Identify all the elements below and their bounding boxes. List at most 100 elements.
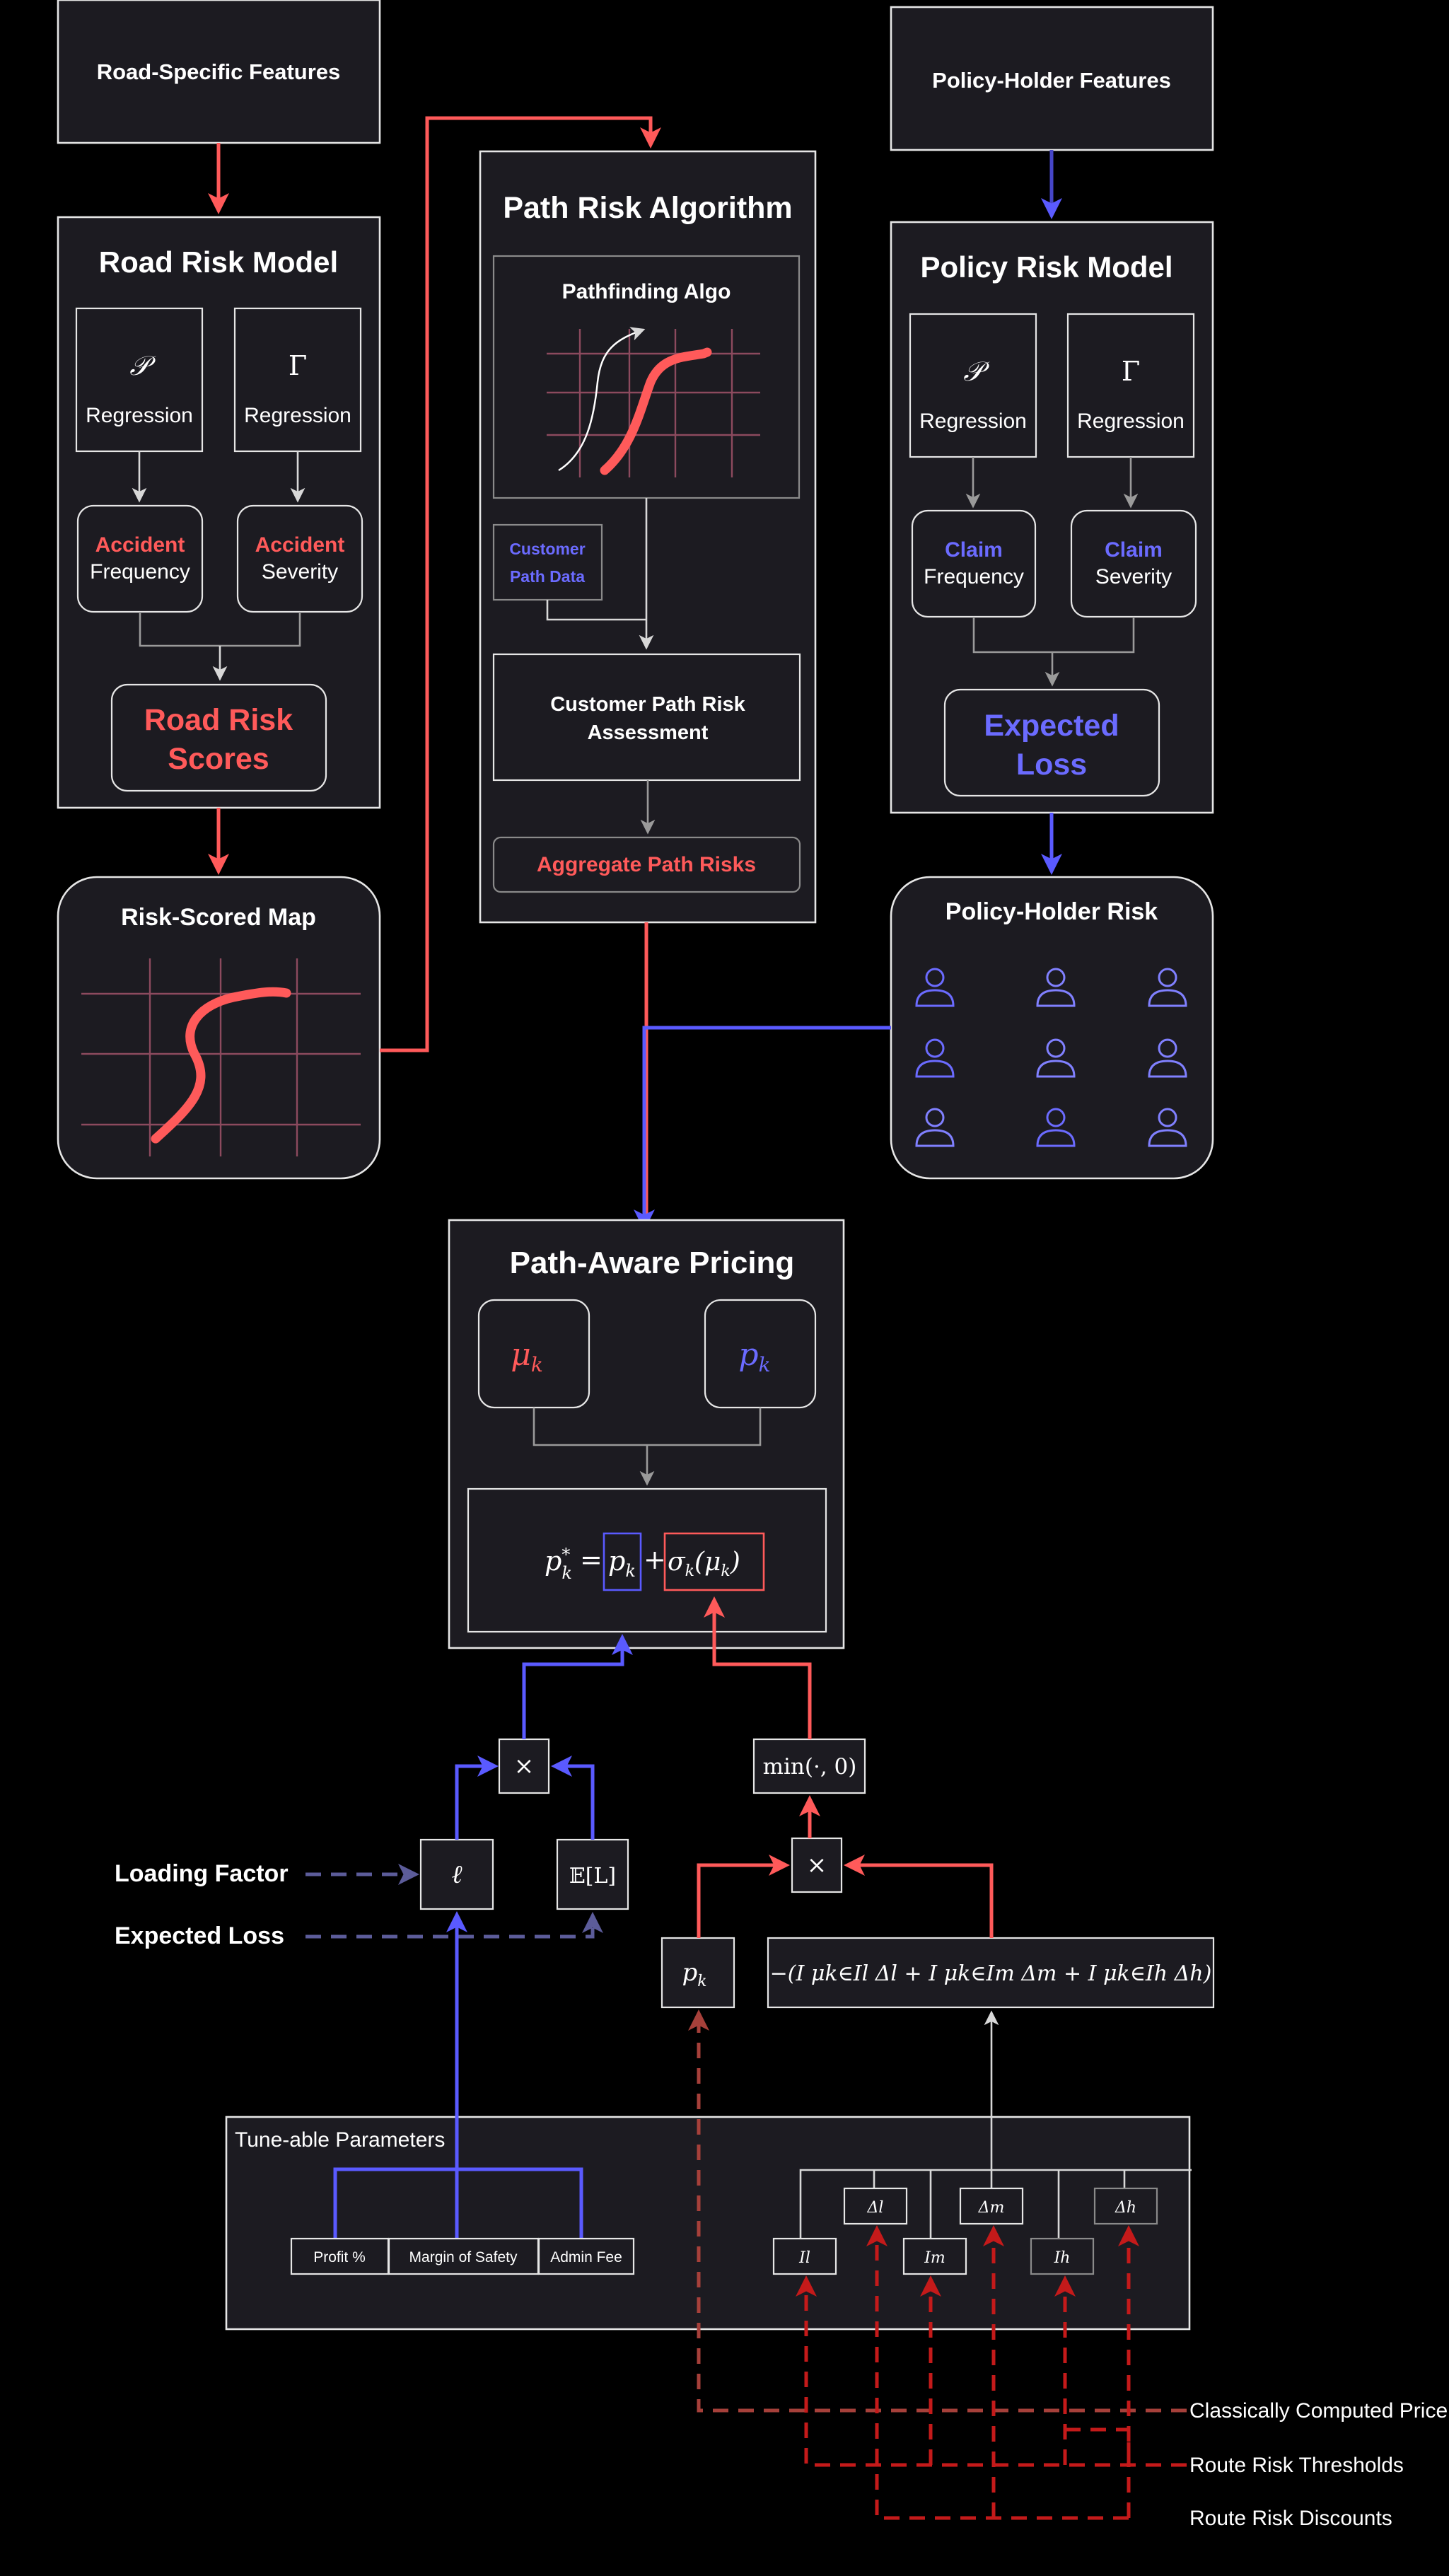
customer-line1: Customer xyxy=(509,540,585,558)
map-to-path-algo-arrow xyxy=(380,116,661,1052)
assessment-line2: Assessment xyxy=(588,721,709,744)
mu-label: μk xyxy=(511,1337,543,1376)
formula-equals: = xyxy=(580,1544,603,1575)
min-label: min(·, 0) xyxy=(763,1754,857,1780)
delta-h-label: Δh xyxy=(1115,2199,1136,2217)
times-symbol: × xyxy=(807,1851,827,1879)
loading-factor-label: Loading Factor xyxy=(115,1860,289,1887)
expected-loss-dashed-arrow xyxy=(305,1912,603,1939)
i-h-box[interactable]: Ih xyxy=(1030,2237,1095,2275)
min-node: min(·, 0) xyxy=(752,1738,866,1794)
pk-to-product-arrow xyxy=(697,1855,790,1938)
route-discounts-label: Route Risk Discounts xyxy=(1189,2507,1392,2530)
pathfinding-grid xyxy=(547,329,760,477)
expect-to-product-arrow xyxy=(551,1756,595,1840)
risk-map-title: Risk-Scored Map xyxy=(121,904,316,931)
discount-to-product-arrow xyxy=(844,1855,994,1938)
customer-path-data-box: Customer Path Data xyxy=(492,523,603,601)
road-risk-model: Road Risk Model 𝒫 Regression Γ Regressio… xyxy=(57,216,381,809)
expected-loss-line1: Expected xyxy=(984,709,1119,743)
formula-pk-highlight xyxy=(603,1532,642,1591)
road-risk-scores-box: Road Risk Scores xyxy=(110,683,327,792)
multiply-node-left: × xyxy=(498,1738,550,1794)
road-gamma-regression-box: Γ Regression xyxy=(233,307,362,453)
formula-sigma-highlight xyxy=(663,1532,765,1591)
policy-gamma-symbol: Γ xyxy=(1122,356,1140,387)
accident-severity-box: Accident Severity xyxy=(236,504,363,613)
admin-param-box[interactable]: Admin Fee xyxy=(537,2237,635,2275)
pathfinding-route-curve xyxy=(600,347,712,475)
aggregate-path-risks-box: Aggregate Path Risks xyxy=(492,836,801,893)
expected-loss-label: Expected Loss xyxy=(115,1922,284,1949)
formula-lhs: p*k xyxy=(545,1545,572,1583)
road-gamma-symbol: Γ xyxy=(289,350,307,381)
profit-param-box[interactable]: Profit % xyxy=(290,2237,390,2275)
customer-line2: Path Data xyxy=(510,567,585,586)
claim-severity-box: Claim Severity xyxy=(1070,509,1197,618)
delta-l-box[interactable]: Δl xyxy=(843,2187,908,2225)
road-specific-features-box: Road-Specific Features xyxy=(57,0,381,144)
classical-price-dashed-arrow xyxy=(688,2009,1187,2413)
expected-loss-node: 𝔼[L] xyxy=(556,1838,629,1910)
pathfinding-label: Pathfinding Algo xyxy=(562,280,731,303)
expect-symbol: 𝔼[L] xyxy=(569,1864,616,1889)
policy-gamma-regression-label: Regression xyxy=(1077,410,1185,433)
road-risk-scores-line1: Road Risk xyxy=(144,703,293,737)
i-l-box[interactable]: Il xyxy=(772,2237,837,2275)
formula-pk: pk xyxy=(608,1545,636,1581)
loading-factor-node: ℓ xyxy=(419,1838,494,1910)
i-l-label: Il xyxy=(798,2249,810,2267)
i-m-box[interactable]: Im xyxy=(902,2237,967,2275)
policy-holder-risk: Policy-Holder Risk xyxy=(890,876,1214,1180)
formula-plus: + xyxy=(644,1544,666,1575)
threshold-h-branch xyxy=(1065,2427,1131,2465)
delta-h-box[interactable]: Δh xyxy=(1093,2187,1158,2225)
margin-param-box[interactable]: Margin of Safety xyxy=(388,2237,540,2275)
margin-label: Margin of Safety xyxy=(409,2249,518,2265)
policy-risk-model: Policy Risk Model 𝒫 Regression Γ Regress… xyxy=(890,221,1214,814)
formula-sigma: σk(μk) xyxy=(668,1548,740,1580)
customer-path-risk-assessment-box: Customer Path Risk Assessment xyxy=(492,653,801,782)
policy-risk-to-pricing-arrow xyxy=(634,1026,891,1231)
pathfinding-search-arrow xyxy=(558,327,646,472)
multiply-node-right: × xyxy=(791,1837,843,1893)
route-thresholds-label: Route Risk Thresholds xyxy=(1189,2454,1404,2477)
i-h-label: Ih xyxy=(1054,2249,1071,2267)
threshold-tree-top xyxy=(799,2169,1192,2241)
road-p-regression-box: 𝒫 Regression xyxy=(75,307,204,453)
delta-m-label: Δm xyxy=(978,2199,1005,2217)
accident-severity-accident: Accident xyxy=(255,533,345,557)
tunable-parameters: Tune-able Parameters Profit % Margin of … xyxy=(225,1911,1192,2331)
classical-price-label: Classically Computed Price xyxy=(1189,2399,1448,2423)
road-risk-scores-line2: Scores xyxy=(168,742,269,776)
pricing-formula-box: p*k = pk + σk(μk) xyxy=(467,1487,827,1633)
p-label: pk xyxy=(738,1337,770,1376)
discount-expression: −(I μk∈Il Δl + I μk∈Im Δm + I μk∈Ih Δh) xyxy=(770,1961,1212,1986)
claim-severity-label: Severity xyxy=(1095,565,1172,588)
accident-frequency-accident: Accident xyxy=(95,533,185,557)
policy-features-label: Policy-Holder Features xyxy=(932,68,1171,93)
ell-symbol: ℓ xyxy=(452,1860,462,1889)
discount-expression-node: −(I μk∈Il Δl + I μk∈Im Δm + I μk∈Ih Δh) xyxy=(767,1937,1215,2009)
road-features-label: Road-Specific Features xyxy=(97,59,341,84)
policy-model-title: Policy Risk Model xyxy=(920,250,1172,284)
path-risk-algorithm: Path Risk Algorithm Pathfinding Algo Cus… xyxy=(479,150,817,924)
expected-loss-line2: Loss xyxy=(1016,748,1087,782)
delta-m-box[interactable]: Δm xyxy=(959,2187,1024,2225)
delta-l-label: Δl xyxy=(867,2199,884,2217)
profit-label: Profit % xyxy=(313,2249,366,2265)
claim-frequency-box: Claim Frequency xyxy=(911,509,1037,618)
pricing-title: Path-Aware Pricing xyxy=(510,1246,795,1280)
ell-to-product-arrow xyxy=(455,1756,499,1840)
road-gamma-regression-label: Regression xyxy=(244,404,351,427)
risk-map-grid xyxy=(81,958,361,1156)
p-k-box: pk xyxy=(704,1299,817,1409)
pathfinding-algo-box: Pathfinding Algo xyxy=(492,255,801,499)
times-symbol: × xyxy=(514,1752,535,1780)
claim-severity-claim: Claim xyxy=(1105,538,1163,562)
risk-scored-map: Risk-Scored Map xyxy=(57,876,381,1180)
admin-label: Admin Fee xyxy=(550,2249,622,2265)
pk-symbol: pk xyxy=(682,1959,706,1990)
assessment-line1: Customer Path Risk xyxy=(550,693,745,716)
